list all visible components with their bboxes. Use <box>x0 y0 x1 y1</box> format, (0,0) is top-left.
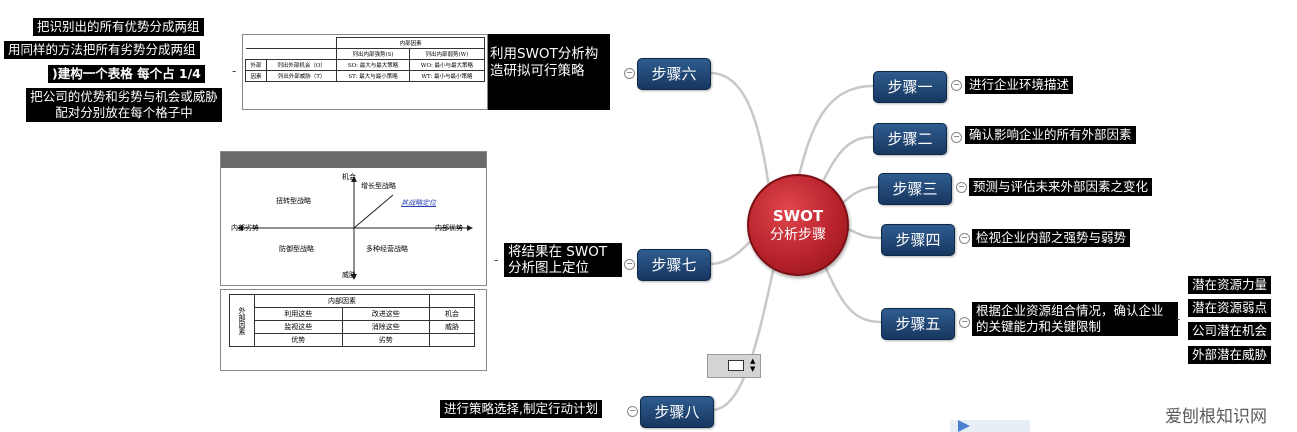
matrix-cell: 消除这些 <box>341 320 430 334</box>
quad-q3: 防御型战略 <box>279 245 314 253</box>
step-7-description: 将结果在 SWOT 分析图上定位 <box>504 243 622 277</box>
step-1-description: 进行企业环境描述 <box>965 76 1074 94</box>
swot-strategy-table: 内部因素 列出内部强势(S) 列出内部弱势(W) 外部 列出外部机会（O） SO… <box>242 34 488 110</box>
swot-table-strengths: 列出内部强势(S) <box>336 48 410 60</box>
step-3-description: 预测与评估未来外部因素之变化 <box>969 178 1153 196</box>
quad-q4: 多种经营战略 <box>366 245 408 253</box>
swot-table-so: SO: 最大与最大策略 <box>336 59 410 71</box>
swot-table-side-2: 因素 <box>245 70 267 82</box>
quad-top-label: 机会 <box>342 173 356 181</box>
step-5-node[interactable]: 步骤五 <box>881 308 955 340</box>
step-6-description: 利用SWOT分析构造研拟可行策略 <box>486 34 610 110</box>
quad-bottom-label: 威胁 <box>342 271 356 279</box>
collapse-toggle-1[interactable]: − <box>951 80 962 91</box>
quad-left-label: 内部劣势 <box>231 224 259 232</box>
step-5-sub-3: 公司潜在机会 <box>1188 322 1272 340</box>
collapse-toggle-6[interactable]: − <box>624 68 635 79</box>
quad-q1: 扭转型战略 <box>276 197 311 205</box>
quad-position-label: 其战略定位 <box>401 199 436 207</box>
keyboard-icon[interactable] <box>728 360 744 371</box>
swot-table-wt: WT: 最小与最小策略 <box>408 70 486 82</box>
matrix-side-label: 外部因素 <box>229 294 255 347</box>
swot-table-st: ST: 最大与最小策略 <box>336 70 410 82</box>
matrix-cell: 劣势 <box>341 333 430 347</box>
swot-table-side-1: 外部 <box>245 59 267 71</box>
step-5-sub-4: 外部潜在威胁 <box>1188 346 1272 364</box>
keyboard-toolbar[interactable]: ▲▼ <box>707 354 761 378</box>
step-8-node[interactable]: 步骤八 <box>640 396 714 428</box>
step-6-node[interactable]: 步骤六 <box>637 58 711 90</box>
swot-center-node[interactable]: SWOT 分析步骤 <box>747 174 849 276</box>
step-8-description: 进行策略选择,制定行动计划 <box>440 400 602 418</box>
collapse-toggle-4[interactable]: − <box>959 233 970 244</box>
step-6-note-3: )建构一个表格 每个占 1/4 <box>48 65 205 83</box>
play-icon[interactable] <box>958 420 970 432</box>
watermark: 爱刨根知识网 <box>1165 407 1267 427</box>
step-4-node[interactable]: 步骤四 <box>881 224 955 256</box>
center-subtitle: 分析步骤 <box>770 226 826 243</box>
swot-table-threats: 列出外部威胁（T） <box>265 70 338 82</box>
step-2-description: 确认影响企业的所有外部因素 <box>965 126 1136 144</box>
matrix-cell: 威胁 <box>429 320 475 334</box>
matrix-cell: 优势 <box>254 333 343 347</box>
quad-right-label: 内部优势 <box>435 224 463 232</box>
step-3-node[interactable]: 步骤三 <box>878 173 952 205</box>
matrix-header: 内部因素 <box>254 294 430 308</box>
swot-table-header: 内部因素 <box>336 37 485 49</box>
step-6-note-1: 把识别出的所有优势分成两组 <box>33 18 204 36</box>
swot-matrix-table: 外部因素 内部因素 利用这些 改进这些 机会 监视这些 消除这些 威胁 优势 劣… <box>220 289 487 371</box>
step-5-description: 根据企业资源组合情况，确认企业的关键能力和关键限制 <box>972 302 1178 336</box>
collapse-toggle-2[interactable]: − <box>951 132 962 143</box>
swot-table-opportunities: 列出外部机会（O） <box>265 59 338 71</box>
quad-q2: 增长型战略 <box>361 182 396 190</box>
collapse-toggle-7[interactable]: − <box>624 259 635 270</box>
matrix-cell <box>429 333 475 347</box>
center-title: SWOT <box>772 206 824 225</box>
matrix-cell: 改进这些 <box>341 307 430 321</box>
step-6-note-2: 用同样的方法把所有劣势分成两组 <box>4 41 200 59</box>
matrix-cell: 机会 <box>429 307 475 321</box>
chevron-icon[interactable]: ▲▼ <box>750 357 756 373</box>
swot-table-weaknesses: 列出内部弱势(W) <box>408 48 486 60</box>
step-2-node[interactable]: 步骤二 <box>873 123 947 155</box>
step-7-node[interactable]: 步骤七 <box>637 249 711 281</box>
matrix-cell: 监视这些 <box>254 320 343 334</box>
collapse-toggle-5[interactable]: − <box>959 317 970 328</box>
quadrant-axes <box>237 176 473 280</box>
step-4-description: 检视企业内部之强势与弱势 <box>972 229 1131 247</box>
step-6-note-4: 把公司的优势和劣势与机会或威胁配对分别放在每个格子中 <box>26 88 222 122</box>
step-1-node[interactable]: 步骤一 <box>873 71 947 103</box>
swot-table-wo: WO: 最小与最大策略 <box>408 59 486 71</box>
matrix-cell: 利用这些 <box>254 307 343 321</box>
swot-quadrant-chart: 机会 威胁 内部劣势 内部优势 扭转型战略 增长型战略 防御型战略 多种经营战略… <box>220 151 487 286</box>
collapse-toggle-3[interactable]: − <box>956 182 967 193</box>
collapse-toggle-8[interactable]: − <box>627 406 638 417</box>
media-play-strip[interactable] <box>950 420 1030 432</box>
step-5-sub-1: 潜在资源力量 <box>1188 276 1272 294</box>
step-5-sub-2: 潜在资源弱点 <box>1188 299 1272 317</box>
